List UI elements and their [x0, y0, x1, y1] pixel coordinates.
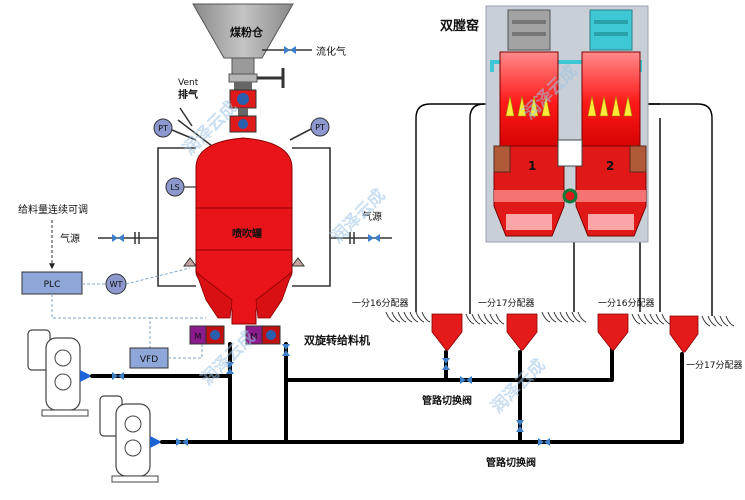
weight-transmitter: WT [105, 273, 127, 295]
header-line-2 [284, 352, 684, 444]
svg-text:LS: LS [170, 183, 180, 192]
svg-text:M: M [195, 332, 202, 341]
switch-valve-2-label: 管路切换阀 [486, 456, 536, 469]
distributor-17-b [669, 315, 699, 353]
svg-text:PT: PT [158, 124, 168, 133]
feed-rate-note: 给料量连续可调 [18, 203, 88, 216]
svg-text:VFD: VFD [140, 355, 158, 365]
coal-bin-label: 煤粉仓 [230, 25, 264, 39]
plc-box[interactable]: PLC [21, 271, 83, 295]
distributor-16-b-label: 一分16分配器 [598, 298, 654, 309]
pressure-transmitter-right: PT [310, 117, 330, 137]
svg-text:WT: WT [110, 280, 123, 289]
blower-lower-arrow-icon [150, 436, 162, 448]
right-gas-valve-icon[interactable] [349, 232, 380, 244]
switch-valve-1-label: 管路切换阀 [422, 394, 472, 407]
distributor-17-b-label: 一分17分配器 [686, 360, 742, 371]
svg-text:PLC: PLC [44, 280, 61, 290]
line-valve-icon[interactable] [282, 344, 290, 356]
load-cell-right-icon [291, 257, 305, 267]
switch-valve-1-icon[interactable] [442, 358, 472, 384]
left-gas-valve-icon[interactable] [112, 232, 140, 244]
gas-source-left-label: 气源 [60, 232, 80, 245]
switch-valve-2-icon[interactable] [516, 420, 550, 446]
tank-label: 喷吹罐 [232, 227, 262, 240]
vent-line [177, 119, 213, 147]
vent-valve-icon[interactable] [179, 107, 193, 127]
rotary-feeder-right: M [245, 325, 281, 345]
line-valve-icon[interactable] [112, 372, 124, 380]
distributor-17-a-label: 一分17分配器 [478, 298, 534, 309]
distributor-17-a [506, 313, 538, 351]
vent-en-label: Vent [178, 78, 199, 88]
line-valve-icon[interactable] [176, 438, 188, 446]
feeder-label: 双旋转给料机 [304, 333, 370, 347]
svg-text:M: M [251, 332, 258, 341]
bin-discharge-valves[interactable] [229, 68, 285, 133]
kiln-panel [485, 5, 649, 243]
right-gas-loop [292, 147, 331, 287]
distributor-16-a-label: 一分16分配器 [352, 298, 408, 309]
blower-upper [27, 329, 89, 417]
vent-cn-label: 排气 [178, 88, 198, 101]
fluidizing-valve-icon[interactable] [284, 46, 290, 54]
distributor-16-a [431, 313, 463, 351]
chamber-1-label: 1 [528, 159, 536, 173]
line-valve-icon[interactable] [226, 362, 234, 374]
blower-lower [99, 395, 159, 483]
header-line-1 [284, 346, 614, 382]
rotary-feeder-left: M [189, 325, 225, 345]
gas-source-right-label: 气源 [362, 210, 382, 223]
pressure-transmitter-left: PT [153, 118, 173, 138]
fluidizing-gas-label: 流化气 [316, 45, 346, 58]
level-switch: LS [165, 177, 185, 197]
coal-bin [192, 3, 294, 83]
kiln-title: 双膛窑 [440, 18, 479, 34]
chamber-2-label: 2 [606, 159, 614, 173]
svg-text:PT: PT [315, 123, 325, 132]
distributor-16-b [597, 313, 629, 351]
vfd-box[interactable]: VFD [129, 347, 169, 369]
load-cell-left-icon [183, 257, 197, 267]
left-gas-loop [157, 147, 196, 287]
injection-tank [195, 137, 293, 325]
blower-upper-arrow-icon [80, 370, 92, 382]
